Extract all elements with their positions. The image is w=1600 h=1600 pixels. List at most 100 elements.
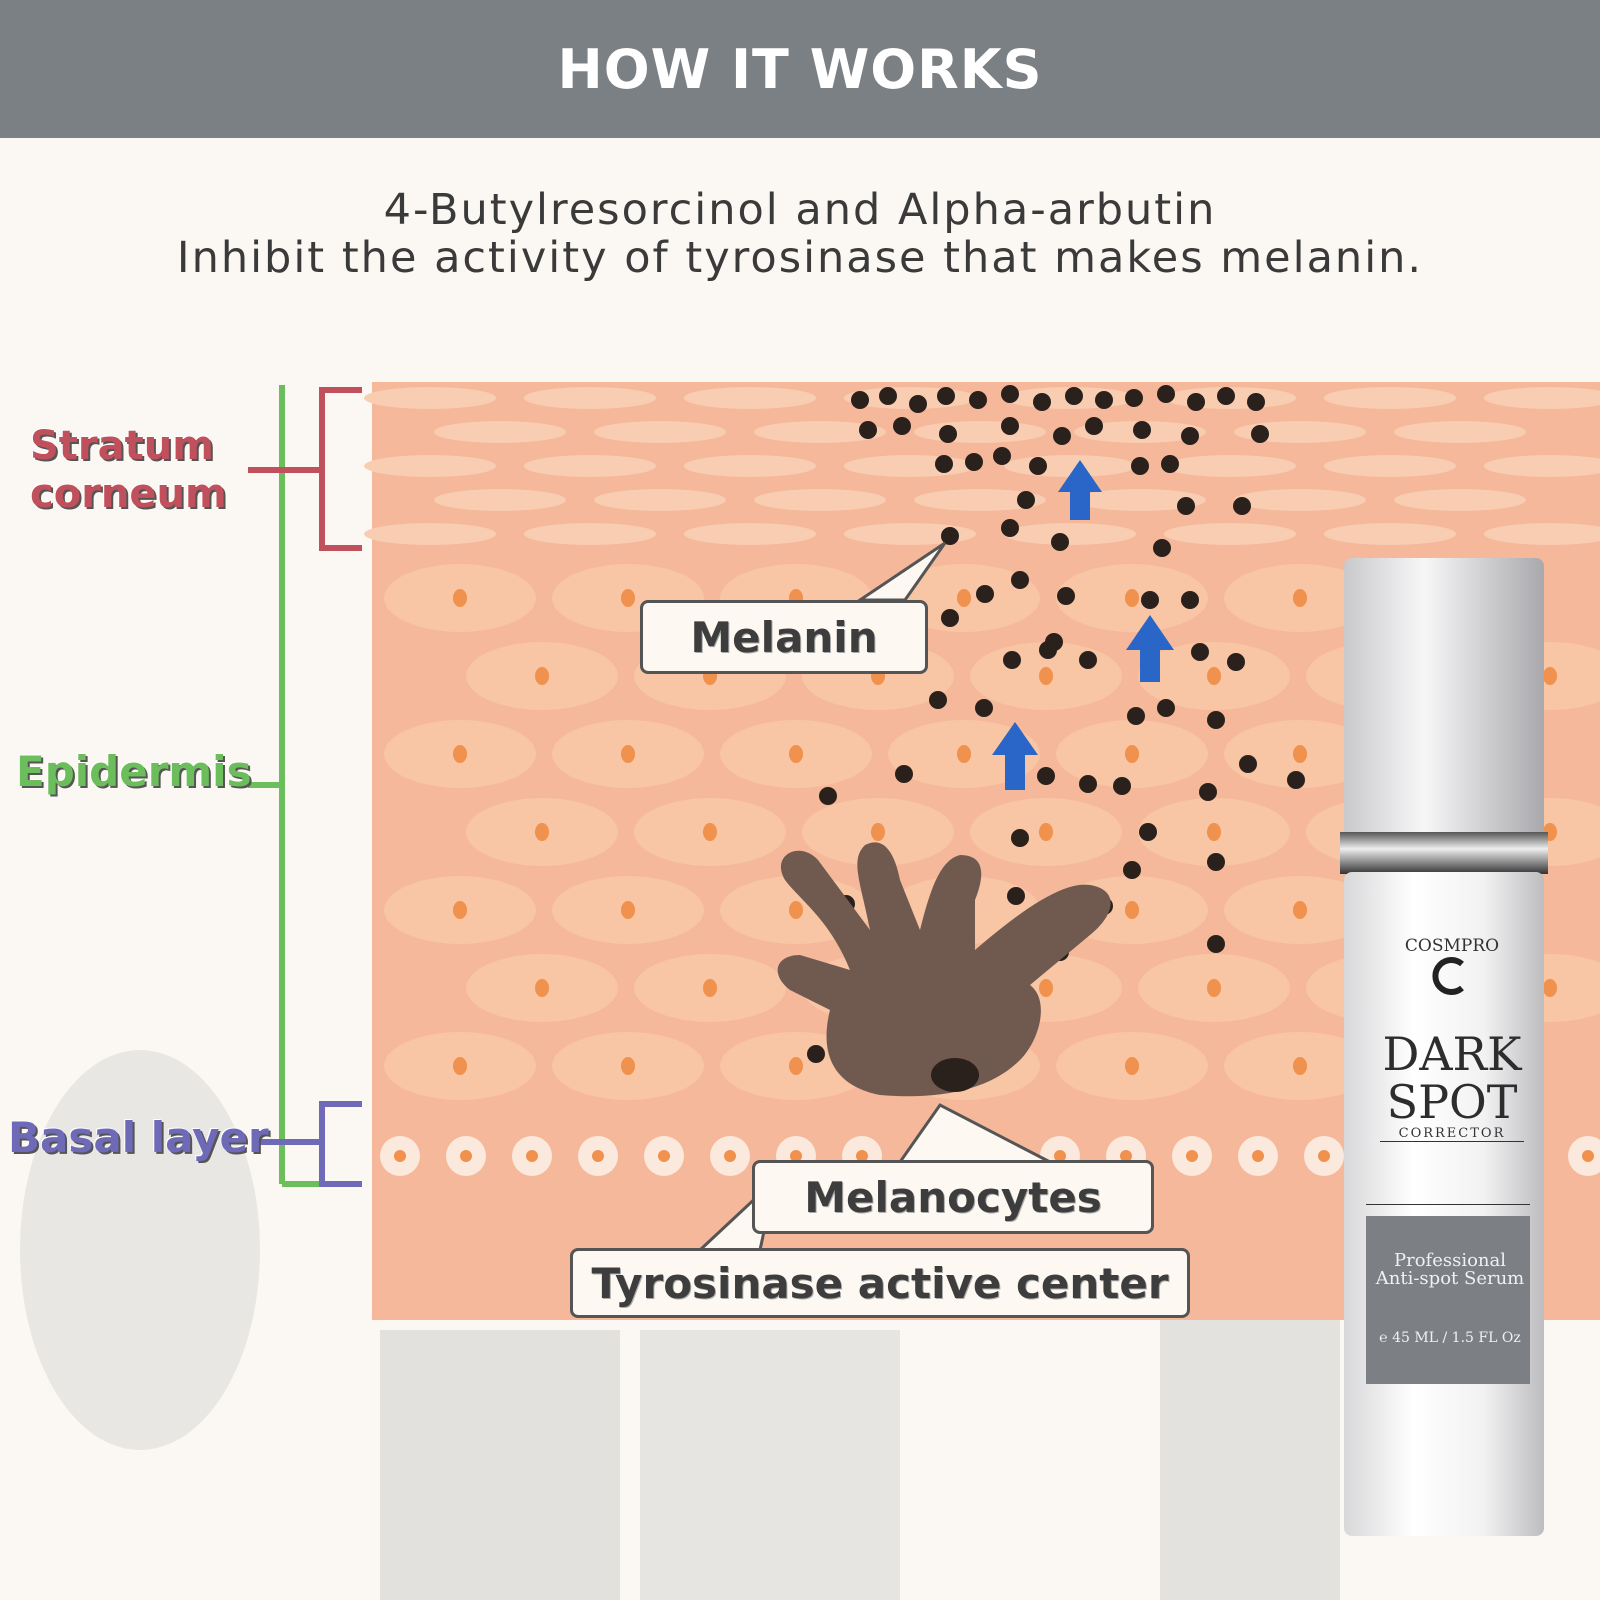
melanin-dot	[1161, 455, 1179, 473]
melanin-dot	[937, 387, 955, 405]
melanin-dot	[1207, 935, 1225, 953]
page-title: HOW IT WORKS	[557, 37, 1043, 101]
cell-nucleus	[957, 745, 971, 763]
melanin-dot	[1079, 775, 1097, 793]
melanin-dot	[1139, 823, 1157, 841]
subtitle-line-2: Inhibit the activity of tyrosinase that …	[176, 233, 1424, 283]
melanin-dot	[1125, 389, 1143, 407]
melanin-dot	[1251, 425, 1269, 443]
cell-nucleus	[1293, 901, 1307, 919]
corneum-cell	[1074, 489, 1206, 511]
cell-nucleus	[1039, 823, 1053, 841]
melanin-dot	[1033, 393, 1051, 411]
melanin-dot	[1157, 385, 1175, 403]
cell-nucleus	[1543, 667, 1557, 685]
melanocyte-cell	[777, 842, 1111, 1097]
melanin-dot	[929, 691, 947, 709]
cell-nucleus	[789, 1057, 803, 1075]
basal-nucleus	[1186, 1150, 1198, 1162]
corneum-cell	[1164, 523, 1296, 545]
melanin-dot	[1001, 519, 1019, 537]
melanin-dot	[1003, 651, 1021, 669]
melanin-dot	[1011, 829, 1029, 847]
product-name-line-3: CORRECTOR	[1380, 1126, 1524, 1142]
melanin-dot	[1239, 755, 1257, 773]
cell-nucleus	[703, 823, 717, 841]
melanin-dot	[1287, 771, 1305, 789]
cell-nucleus	[621, 745, 635, 763]
basal-nucleus	[1054, 1150, 1066, 1162]
melanin-dot	[1133, 421, 1151, 439]
corneum-cell	[1484, 523, 1600, 545]
melanin-dot	[941, 609, 959, 627]
cell-nucleus	[1543, 979, 1557, 997]
corneum-cell	[364, 523, 496, 545]
basal-nucleus	[790, 1150, 802, 1162]
cell-nucleus	[1125, 745, 1139, 763]
melanin-dot	[939, 425, 957, 443]
corneum-cell	[524, 455, 656, 477]
background-silhouettes	[20, 1050, 1340, 1600]
melanocytes-callout: Melanocytes	[752, 1160, 1154, 1234]
melanin-dot	[1191, 643, 1209, 661]
melanin-dot	[1079, 651, 1097, 669]
melanin-dot	[1037, 767, 1055, 785]
corneum-cell	[1004, 455, 1136, 477]
melanin-dot	[1181, 591, 1199, 609]
melanin-dot	[895, 765, 913, 783]
corneum-cell	[1484, 387, 1600, 409]
cell-nucleus	[453, 1057, 467, 1075]
corneum-cell	[1324, 523, 1456, 545]
corneum-cell	[1394, 421, 1526, 443]
melanin-dot	[1187, 393, 1205, 411]
cell-nucleus	[621, 589, 635, 607]
melanin-dot	[965, 453, 983, 471]
corneum-cell	[844, 455, 976, 477]
melanin-dot	[975, 699, 993, 717]
brand-logo-icon	[1432, 957, 1464, 995]
melanin-dot	[1227, 653, 1245, 671]
melanin-dot	[1207, 711, 1225, 729]
basal-nucleus	[724, 1150, 736, 1162]
product-volume: ℮ 45 ML / 1.5 FL Oz	[1379, 1330, 1521, 1346]
melanin-dot	[1095, 391, 1113, 409]
cell-nucleus	[1207, 823, 1221, 841]
header-bar: HOW IT WORKS	[0, 0, 1600, 138]
melanin-callout: Melanin	[640, 600, 928, 674]
corneum-cell	[364, 455, 496, 477]
corneum-cell	[1004, 523, 1136, 545]
melanin-dot	[1113, 777, 1131, 795]
melanin-dot	[1181, 427, 1199, 445]
melanin-dot	[1177, 497, 1195, 515]
tyrosinase-callout: Tyrosinase active center	[570, 1248, 1190, 1318]
basal-nucleus	[1252, 1150, 1264, 1162]
stratum-corneum-label: Stratum corneum	[30, 423, 227, 517]
product-name-line-2: SPOT	[1386, 1075, 1518, 1129]
corneum-cell	[1164, 455, 1296, 477]
corneum-cell	[914, 489, 1046, 511]
melanin-dot	[1127, 707, 1145, 725]
corneum-cell	[1484, 455, 1600, 477]
corneum-cell	[364, 387, 496, 409]
corneum-cell	[524, 387, 656, 409]
corneum-cell	[434, 421, 566, 443]
cell-nucleus	[621, 901, 635, 919]
cell-nucleus	[535, 979, 549, 997]
melanin-dot	[1157, 699, 1175, 717]
corneum-cell	[1394, 489, 1526, 511]
corneum-cell	[1324, 387, 1456, 409]
basal-nucleus	[658, 1150, 670, 1162]
melanin-dot	[1131, 457, 1149, 475]
melanin-dot	[976, 585, 994, 603]
melanin-dot	[1011, 571, 1029, 589]
cell-nucleus	[535, 667, 549, 685]
cell-nucleus	[789, 745, 803, 763]
product-bottle	[1340, 558, 1548, 1536]
corneum-cell	[434, 489, 566, 511]
corneum-cell	[1234, 489, 1366, 511]
cell-nucleus	[1293, 745, 1307, 763]
corneum-cell	[524, 523, 656, 545]
melanin-dot	[1053, 427, 1071, 445]
cell-nucleus	[871, 823, 885, 841]
